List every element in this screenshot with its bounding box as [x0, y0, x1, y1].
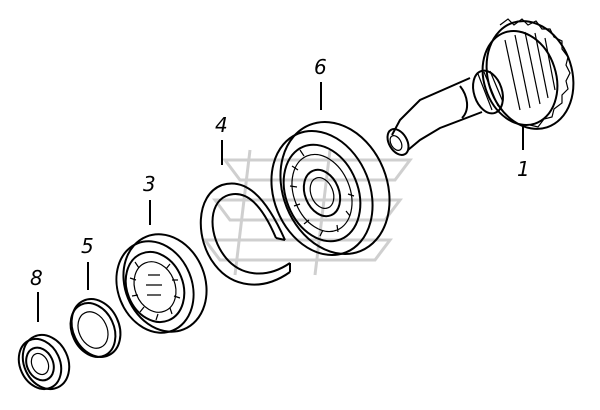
part-5-washer	[69, 298, 122, 358]
callout-3: 3	[143, 172, 156, 196]
part-4-snap-ring	[199, 182, 291, 286]
watermark-logo	[202, 149, 413, 276]
callout-5: 5	[81, 234, 94, 258]
callout-8: 8	[30, 266, 43, 290]
part-6-bearing	[270, 121, 391, 257]
leader-lines	[37, 82, 524, 322]
callout-6: 6	[314, 55, 327, 79]
part-3-roller-bearing	[115, 233, 208, 334]
part-8-seal	[17, 333, 71, 391]
callout-1: 1	[517, 157, 530, 181]
part-1-shaft-gear	[386, 18, 575, 156]
callout-4: 4	[215, 113, 228, 137]
